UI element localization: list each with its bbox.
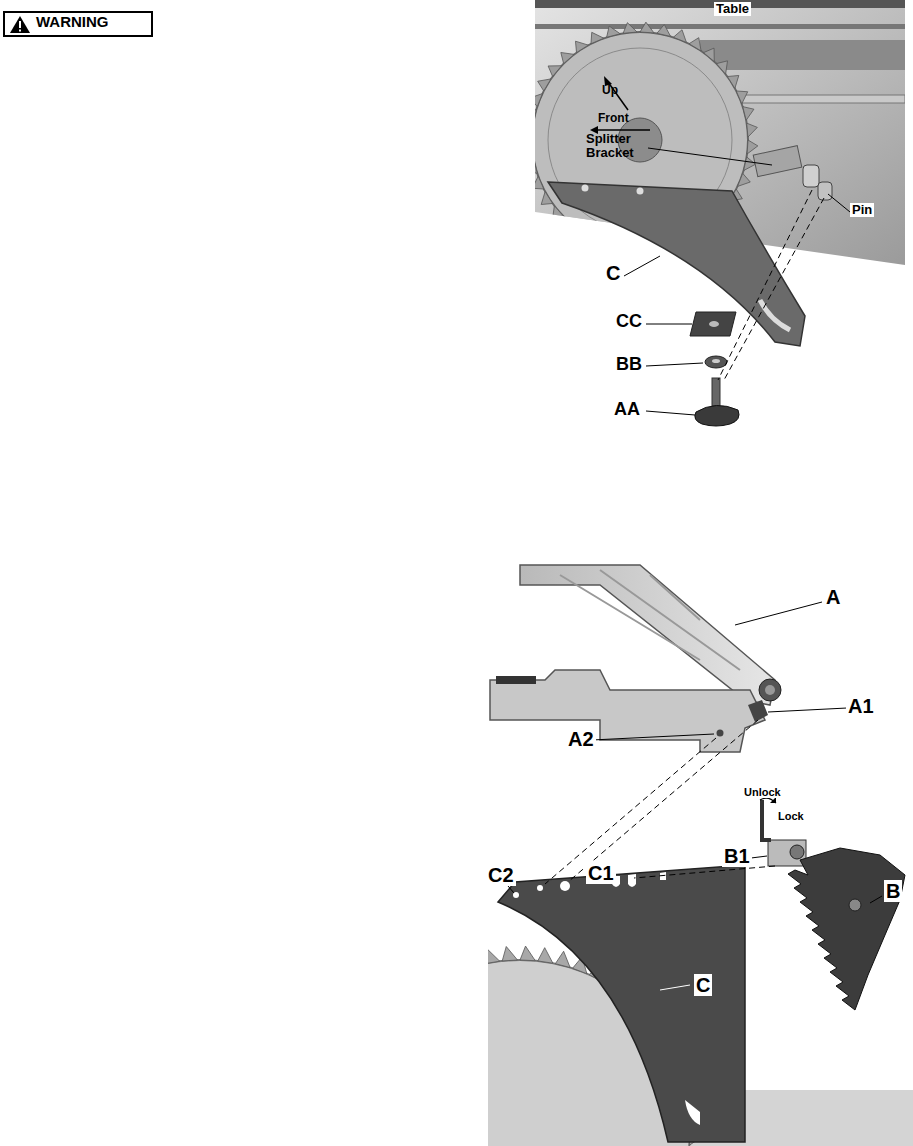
part-label: Unlock	[742, 786, 783, 798]
part-label: C	[694, 974, 712, 996]
part-label: Table	[714, 2, 751, 16]
knob-stem	[712, 378, 720, 406]
blade-guard	[490, 565, 781, 752]
part-label: A1	[846, 695, 876, 717]
part-label: C	[604, 262, 622, 284]
part-label: CC	[614, 312, 644, 332]
warning-text: WARNING	[34, 14, 111, 31]
part-label: B	[884, 880, 902, 902]
part-label: Front	[596, 112, 631, 125]
warning-box	[4, 12, 152, 36]
riving-knife	[498, 865, 745, 1142]
warning-icon	[10, 16, 30, 33]
anti-kickback-pawl	[760, 797, 905, 1010]
part-label: B1	[722, 845, 752, 867]
washer	[705, 356, 727, 368]
splitter	[548, 182, 805, 346]
part-label: C1	[586, 862, 616, 884]
plate	[690, 312, 736, 336]
part-label: Up	[600, 84, 620, 97]
part-label: Pin	[850, 203, 874, 217]
part-label: A2	[566, 728, 596, 750]
part-label: Lock	[776, 810, 806, 822]
part-label: A	[824, 586, 842, 608]
leader-lines	[508, 148, 882, 990]
part-label: BB	[614, 355, 644, 375]
part-label: C2	[486, 864, 516, 886]
knob	[695, 405, 739, 426]
part-label: Splitter Bracket	[584, 132, 650, 161]
part-label: AA	[612, 400, 642, 420]
